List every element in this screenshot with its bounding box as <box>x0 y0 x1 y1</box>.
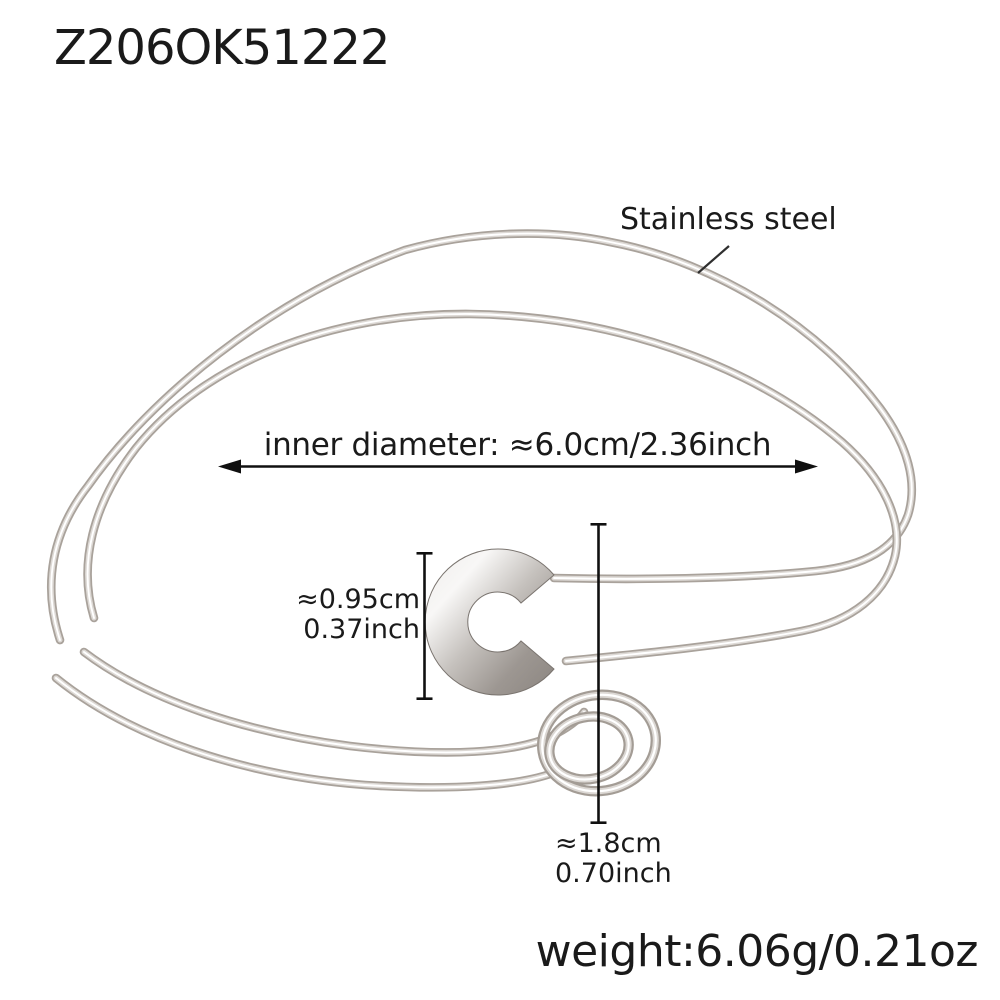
clasp-height-cm: ≈0.95cm <box>296 584 420 615</box>
product-code: Z206OK51222 <box>54 20 390 76</box>
dimension-annotations <box>218 245 818 825</box>
material-pointer-line <box>697 245 730 274</box>
arrow-head-right-icon <box>795 459 818 474</box>
bangle-wires <box>51 234 912 788</box>
clasp-height-inch: 0.37inch <box>303 613 420 645</box>
pin-section-label: ≈1.8cm 0.70inch <box>555 829 672 889</box>
material-label: Stainless steel <box>620 202 837 237</box>
clasp-height-label: ≈0.95cm 0.37inch <box>280 585 420 644</box>
arrow-head-left-icon <box>218 459 241 474</box>
pin-clasp-head <box>424 548 555 696</box>
pin-section-cm: ≈1.8cm <box>555 828 662 859</box>
pin-section-inch: 0.70inch <box>555 858 672 889</box>
weight-label: weight:6.06g/0.21oz <box>535 926 979 977</box>
inner-diameter-label: inner diameter: ≈6.0cm/2.36inch <box>263 427 772 463</box>
